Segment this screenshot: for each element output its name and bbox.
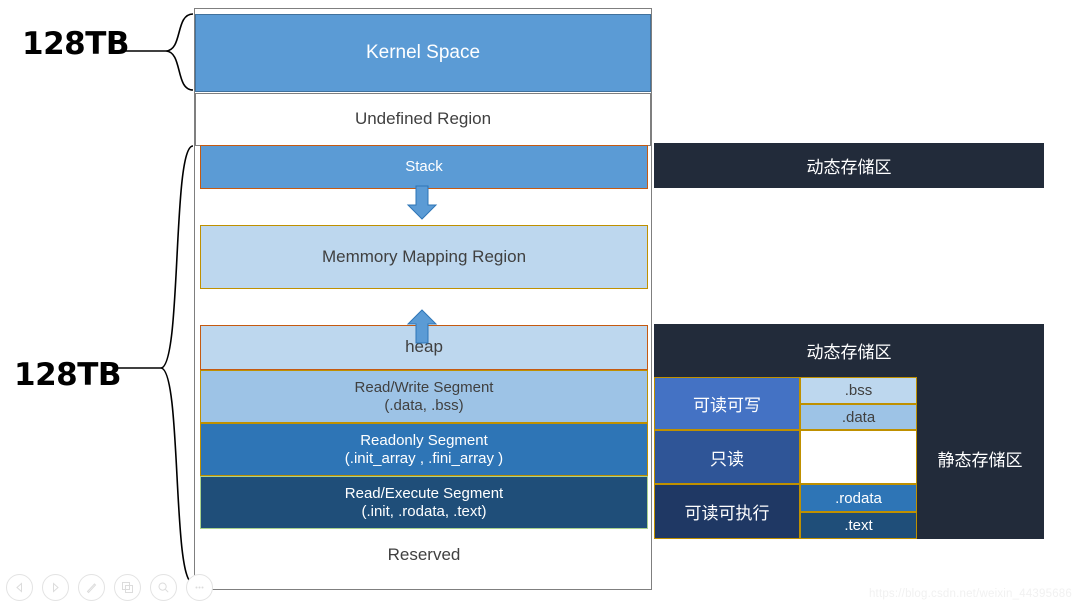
edit-button[interactable] xyxy=(78,574,105,601)
memory-segment-undefined: Undefined Region xyxy=(195,93,651,146)
segment-subtitle: (.init_array , .fini_array ) xyxy=(344,449,504,467)
segment-title: Kernel Space xyxy=(365,41,481,63)
magnifier-icon xyxy=(158,582,169,593)
segment-title: Reserved xyxy=(387,545,461,565)
dynamic-storage-area-bottom: 动态存储区 xyxy=(654,324,1044,377)
perm-ro: 只读 xyxy=(654,430,800,484)
copy-icon xyxy=(122,582,133,593)
heap-growth-arrow xyxy=(406,309,438,344)
segment-title: Readonly Segment xyxy=(360,431,488,449)
copy-button[interactable] xyxy=(114,574,141,601)
memory-segment-reserved: Reserved xyxy=(200,529,648,582)
memory-segment-kernel-space: Kernel Space xyxy=(195,14,651,92)
pencil-icon xyxy=(86,583,97,594)
segment-title: heap xyxy=(405,337,443,357)
more-button[interactable] xyxy=(186,574,213,601)
section-data: .data xyxy=(800,404,917,430)
segment-title: Read/Execute Segment xyxy=(344,484,504,502)
segment-subtitle: (.data, .bss) xyxy=(384,396,464,414)
zoom-button[interactable] xyxy=(150,574,177,601)
static-storage-area: 静态存储区 xyxy=(916,377,1044,539)
memory-segment-ro-segment: Readonly Segment(.init_array , .fini_arr… xyxy=(200,423,648,476)
segment-title: Read/Write Segment xyxy=(354,378,494,396)
size-label-kernel: 128TB xyxy=(22,26,129,62)
section-empty xyxy=(800,430,917,484)
memory-segment-mmap: Memmory Mapping Region xyxy=(200,225,648,289)
segment-title: Memmory Mapping Region xyxy=(321,246,527,266)
ellipsis-icon xyxy=(195,586,204,589)
segment-title: Undefined Region xyxy=(354,109,492,129)
memory-segment-rx-segment: Read/Execute Segment(.init, .rodata, .te… xyxy=(200,476,648,529)
perm-rx: 可读可执行 xyxy=(654,484,800,539)
brace-bottom xyxy=(160,145,194,584)
memory-segment-rw-segment: Read/Write Segment(.data, .bss) xyxy=(200,370,648,423)
prev-button[interactable] xyxy=(6,574,33,601)
brace-top xyxy=(165,13,194,91)
stack-growth-arrow xyxy=(406,185,438,220)
image-viewer-toolbar[interactable] xyxy=(6,574,213,601)
segment-title: Stack xyxy=(405,158,443,176)
next-button[interactable] xyxy=(42,574,69,601)
section-text: .text xyxy=(800,512,917,539)
memory-segment-stack: Stack xyxy=(200,145,648,189)
triangle-right-icon xyxy=(53,582,59,593)
watermark: https://blog.csdn.net/weixin_44395686 xyxy=(868,588,1072,600)
dynamic-storage-area-top: 动态存储区 xyxy=(654,143,1044,188)
size-label-user: 128TB xyxy=(14,357,121,393)
perm-rw: 可读可写 xyxy=(654,377,800,430)
section-rodata: .rodata xyxy=(800,484,917,512)
section-bss: .bss xyxy=(800,377,917,404)
triangle-left-icon xyxy=(16,582,22,593)
segment-subtitle: (.init, .rodata, .text) xyxy=(361,502,487,520)
